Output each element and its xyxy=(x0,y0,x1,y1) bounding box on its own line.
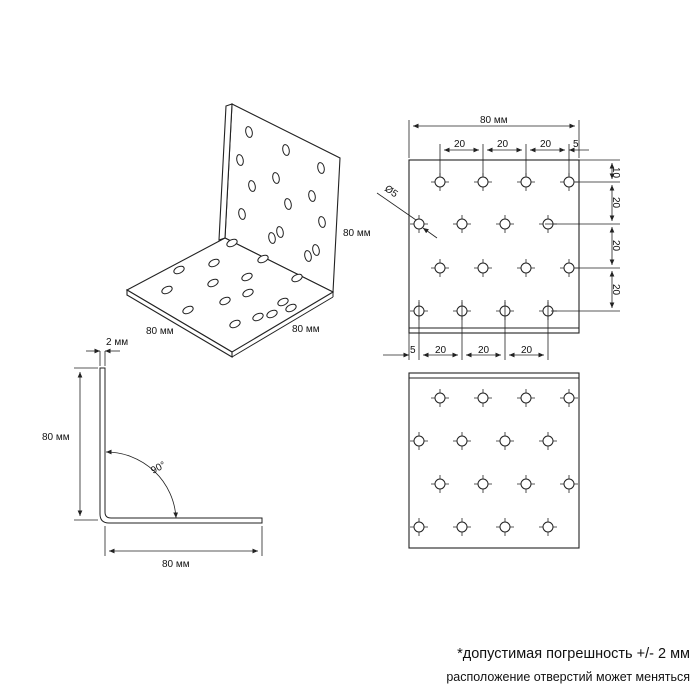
rear-holes xyxy=(410,389,578,536)
front-hole xyxy=(410,215,428,233)
rear-hole xyxy=(453,518,471,536)
front-hole xyxy=(453,215,471,233)
rear-hole xyxy=(517,389,535,407)
front-hole xyxy=(496,215,514,233)
top-edge-label: 5 xyxy=(573,139,579,150)
thickness-label: 2 мм xyxy=(106,337,128,348)
front-hole xyxy=(560,173,578,191)
iso-hole xyxy=(161,285,173,295)
top-width-label: 80 мм xyxy=(480,115,508,126)
bottom-spacing-label: 20 xyxy=(521,345,533,356)
iso-vertical-holes xyxy=(236,126,326,262)
iso-hole xyxy=(245,126,253,138)
rear-hole xyxy=(517,475,535,493)
angle-label: 90° xyxy=(149,460,168,477)
top-spacing-label: 20 xyxy=(497,139,509,150)
top-spacing-label: 20 xyxy=(454,139,466,150)
front-hole xyxy=(474,173,492,191)
rear-hole xyxy=(539,432,557,450)
rear-plate xyxy=(408,372,580,549)
iso-corner-edge xyxy=(231,296,334,358)
rear-view xyxy=(408,372,580,549)
bottom-spacing-label: 20 xyxy=(435,345,447,356)
angle-arc xyxy=(105,449,179,519)
iso-hole xyxy=(317,162,325,174)
iso-height-label: 80 мм xyxy=(343,228,371,239)
front-hole xyxy=(431,259,449,277)
leader-line xyxy=(422,227,438,239)
iso-hole xyxy=(182,305,194,315)
side-profile-view: 2 мм 80 мм 80 мм 90° xyxy=(42,337,263,570)
iso-hole xyxy=(229,319,241,329)
iso-hole xyxy=(257,254,269,264)
top-spacing-label: 20 xyxy=(540,139,552,150)
right-spacing-label: 20 xyxy=(610,240,621,252)
front-hole xyxy=(517,173,535,191)
iso-hole xyxy=(284,198,292,210)
iso-hole xyxy=(208,258,220,268)
iso-horizontal-holes xyxy=(161,238,303,329)
bottom-spacing-label: 20 xyxy=(478,345,490,356)
rear-hole xyxy=(560,475,578,493)
iso-hole xyxy=(266,309,278,319)
front-hole xyxy=(517,259,535,277)
rear-hole xyxy=(431,475,449,493)
iso-hole xyxy=(312,244,320,256)
right-spacing-label: 20 xyxy=(610,284,621,296)
iso-hole xyxy=(282,144,290,156)
iso-hole xyxy=(241,272,253,282)
side-width-label: 80 мм xyxy=(162,559,190,570)
iso-hole xyxy=(304,250,312,262)
rear-hole xyxy=(539,518,557,536)
rear-hole xyxy=(410,518,428,536)
iso-hole xyxy=(252,312,264,322)
front-view: 80 мм 20 20 20 5 10 20 20 20 xyxy=(376,115,621,360)
rear-hole xyxy=(496,432,514,450)
rear-hole xyxy=(410,432,428,450)
rear-hole xyxy=(496,518,514,536)
iso-hole xyxy=(242,288,254,298)
front-hole xyxy=(431,173,449,191)
iso-hole xyxy=(173,265,185,275)
right-spacing-label: 20 xyxy=(610,197,621,209)
rear-hole xyxy=(560,389,578,407)
front-plate xyxy=(408,159,580,334)
iso-length-label-a: 80 мм xyxy=(146,326,174,337)
iso-hole xyxy=(291,273,303,283)
isometric-view: 80 мм 80 мм 80 мм xyxy=(125,103,371,358)
bottom-edge-label: 5 xyxy=(410,345,416,356)
iso-hole xyxy=(236,154,244,166)
iso-hole xyxy=(308,190,316,202)
rear-hole xyxy=(474,389,492,407)
profile-outline xyxy=(99,367,263,524)
front-hole xyxy=(560,259,578,277)
iso-hole xyxy=(272,172,280,184)
iso-hole xyxy=(207,278,219,288)
iso-hole xyxy=(276,226,284,238)
leader-line xyxy=(376,192,417,221)
tolerance-note: *допустимая погрешность +/- 2 мм xyxy=(457,646,690,662)
hole-layout-note: расположение отверстий может меняться xyxy=(446,670,690,684)
right-edge-label: 10 xyxy=(610,167,621,179)
rear-hole xyxy=(453,432,471,450)
iso-hole xyxy=(248,180,256,192)
iso-hole xyxy=(285,303,297,313)
iso-hole xyxy=(277,297,289,307)
iso-hole xyxy=(318,216,326,228)
front-hole xyxy=(474,259,492,277)
rear-hole xyxy=(474,475,492,493)
side-height-label: 80 мм xyxy=(42,432,70,443)
iso-hole xyxy=(268,232,276,244)
iso-hole xyxy=(219,296,231,306)
rear-hole xyxy=(431,389,449,407)
hole-diameter-label: Ø5 xyxy=(382,183,400,200)
iso-hole xyxy=(238,208,246,220)
iso-length-label-b: 80 мм xyxy=(292,324,320,335)
iso-vertical-plate-edge xyxy=(218,103,233,241)
iso-hole xyxy=(226,238,238,248)
